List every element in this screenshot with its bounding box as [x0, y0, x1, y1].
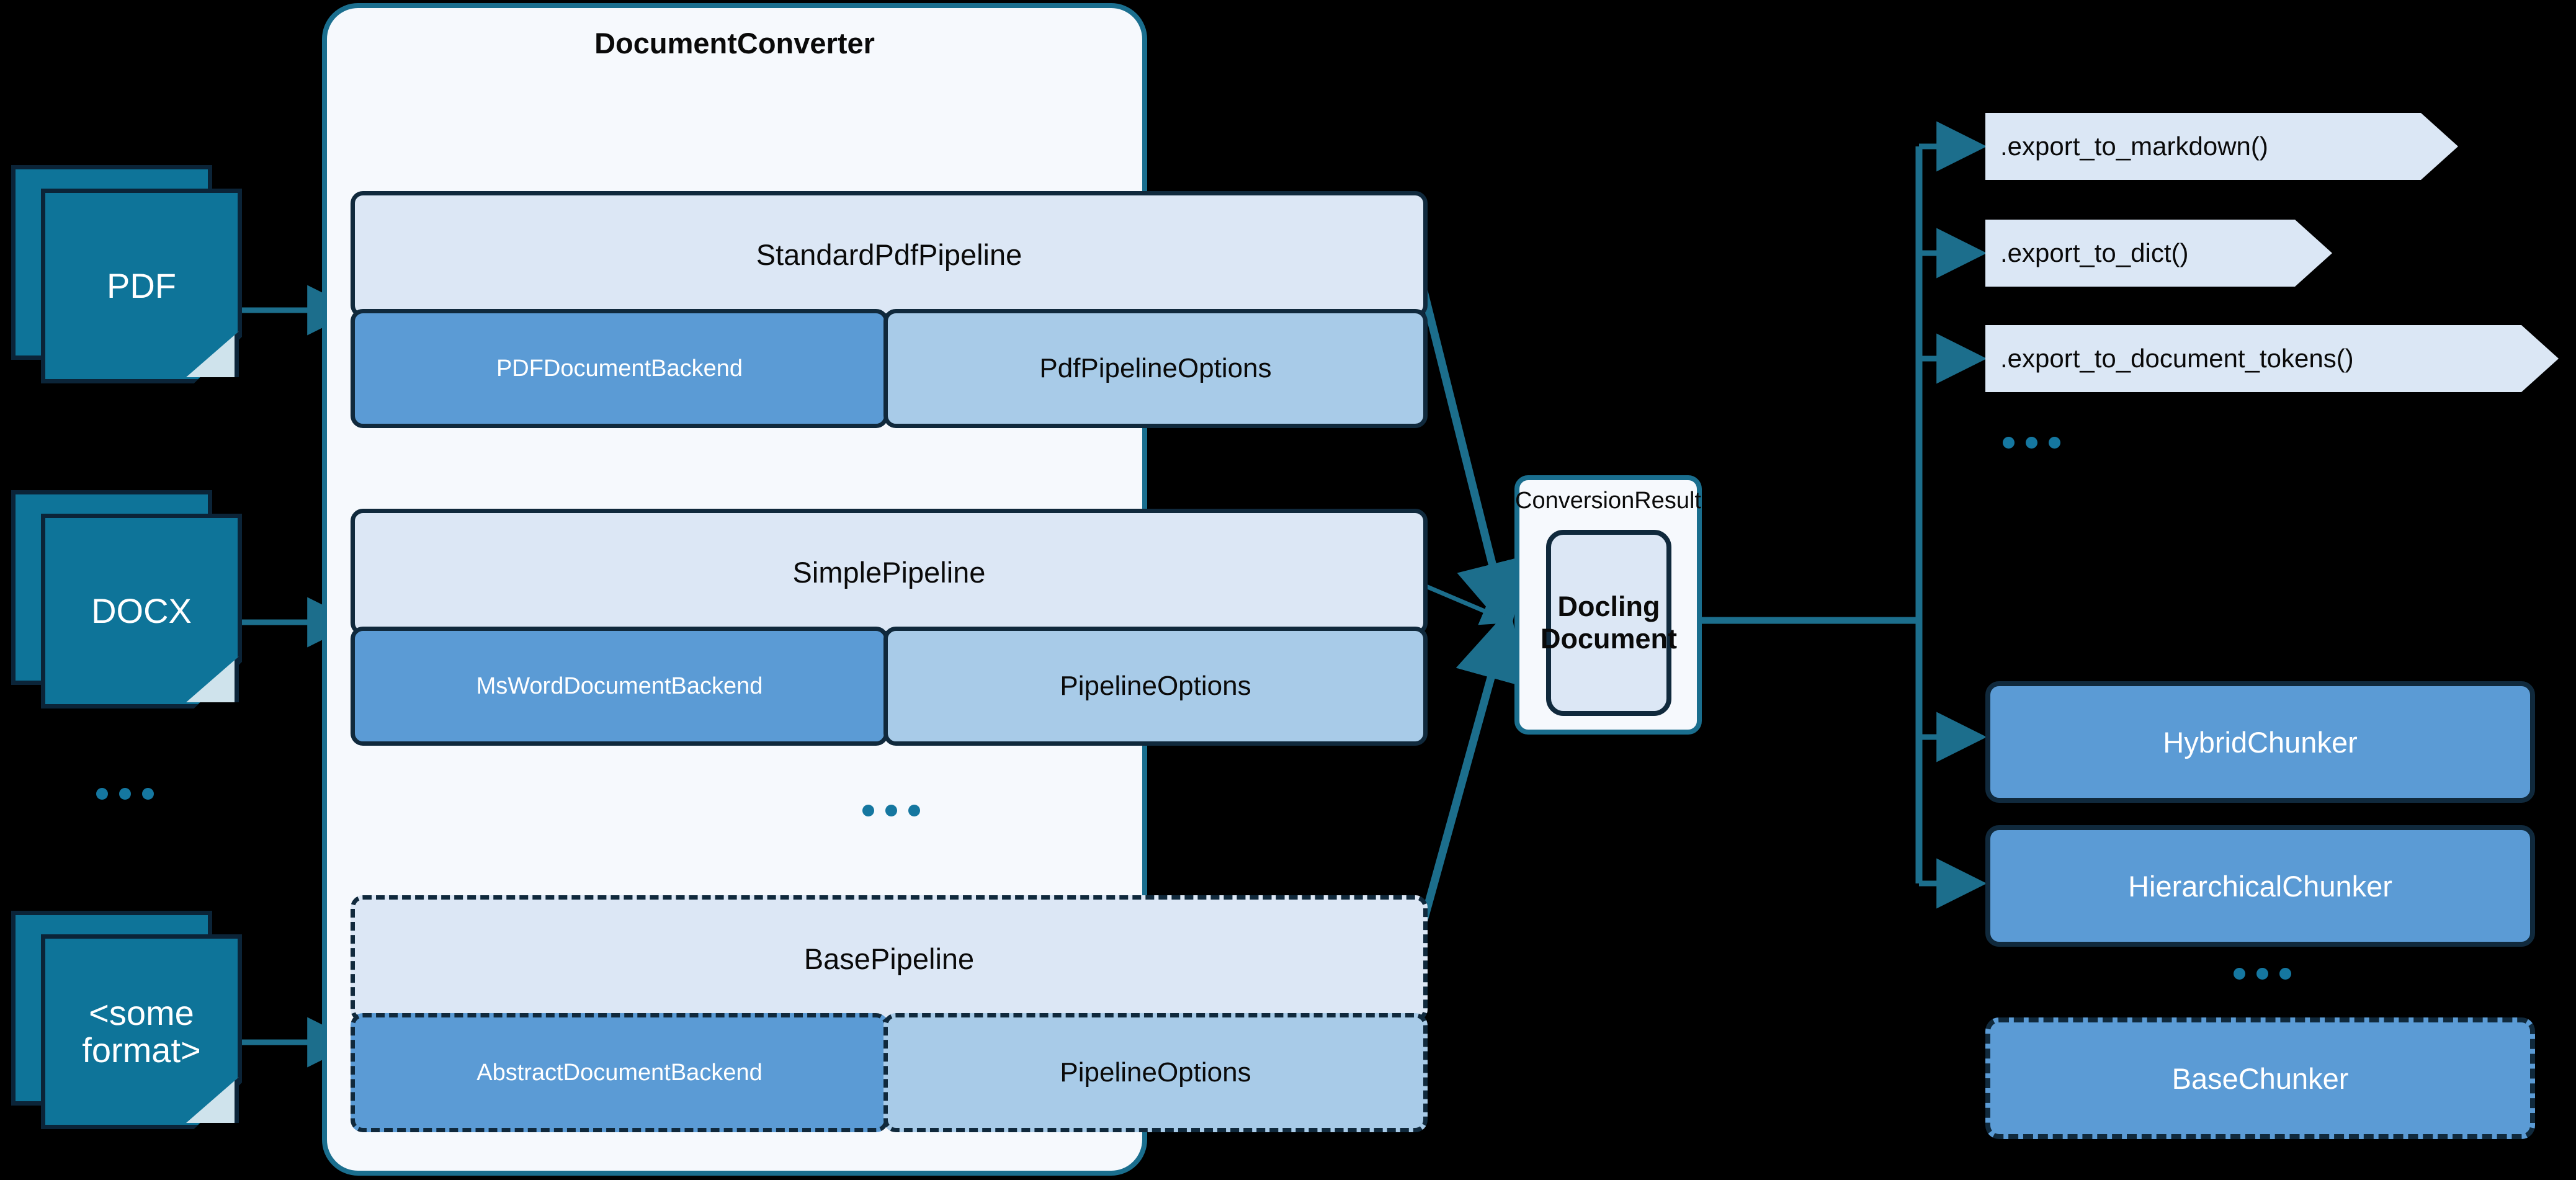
input-label-pdf: PDF — [107, 266, 176, 305]
chunker-hybrid[interactable]: HybridChunker — [1985, 681, 2535, 803]
chunker-hierarchical[interactable]: HierarchicalChunker — [1985, 825, 2535, 947]
pipeline-header-base[interactable]: BasePipeline — [351, 895, 1428, 1022]
docling-document-node[interactable]: Docling Document — [1541, 530, 1677, 716]
doc-page: <some format> — [41, 934, 242, 1129]
options-pipeline-base[interactable]: PipelineOptions — [883, 1013, 1428, 1132]
chunker-label: HierarchicalChunker — [2128, 869, 2392, 903]
chunker-label: HybridChunker — [2163, 725, 2358, 759]
options-name: PipelineOptions — [1060, 1057, 1251, 1088]
export-to-document-tokens[interactable]: .export_to_document_tokens() — [1985, 325, 2559, 392]
conversion-result-label: ConversionResult — [1515, 488, 1701, 514]
pipeline-name: StandardPdfPipeline — [756, 238, 1022, 271]
chunker-ellipsis — [2234, 968, 2291, 980]
options-pdf-pipeline[interactable]: PdfPipelineOptions — [883, 309, 1428, 428]
export-to-markdown[interactable]: .export_to_markdown() — [1985, 113, 2458, 180]
pipeline-name: BasePipeline — [803, 942, 975, 975]
options-name: PipelineOptions — [1060, 671, 1251, 701]
input-ellipsis — [96, 788, 154, 800]
backend-name: PDFDocumentBackend — [496, 355, 743, 382]
export-label: .export_to_markdown() — [2000, 132, 2268, 161]
document-converter-title: DocumentConverter — [594, 27, 875, 60]
chunker-base[interactable]: BaseChunker — [1985, 1017, 2535, 1139]
backend-msword-document[interactable]: MsWordDocumentBackend — [351, 627, 888, 746]
backend-name: AbstractDocumentBackend — [476, 1059, 763, 1086]
chunker-label: BaseChunker — [2171, 1062, 2349, 1095]
export-ellipsis — [2003, 437, 2060, 449]
export-label: .export_to_document_tokens() — [2000, 344, 2354, 373]
options-pipeline[interactable]: PipelineOptions — [883, 627, 1428, 746]
pipeline-header-standard-pdf[interactable]: StandardPdfPipeline — [351, 191, 1428, 318]
options-name: PdfPipelineOptions — [1039, 353, 1272, 383]
pipeline-ellipsis — [862, 805, 920, 816]
input-label-docx: DOCX — [91, 591, 192, 630]
doc-page: PDF — [41, 189, 242, 383]
backend-pdf-document[interactable]: PDFDocumentBackend — [351, 309, 888, 428]
input-label-other: <some format> — [82, 993, 201, 1070]
backend-name: MsWordDocumentBackend — [476, 673, 763, 699]
docling-document-label: Docling Document — [1541, 591, 1678, 655]
pipeline-header-simple[interactable]: SimplePipeline — [351, 509, 1428, 635]
doc-page: DOCX — [41, 514, 242, 708]
export-label: .export_to_dict() — [2000, 238, 2189, 267]
export-to-dict[interactable]: .export_to_dict() — [1985, 220, 2332, 287]
pipeline-name: SimplePipeline — [792, 555, 986, 589]
backend-abstract-document[interactable]: AbstractDocumentBackend — [351, 1013, 888, 1132]
